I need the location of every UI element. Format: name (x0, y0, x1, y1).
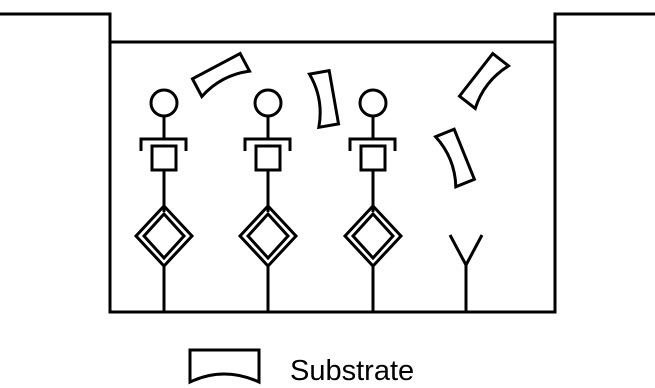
diamond-inner (245, 211, 291, 261)
well-container (0, 12, 655, 314)
label-circle (253, 88, 283, 118)
capture-complex-1 (133, 88, 195, 312)
bracket-linker (348, 137, 397, 151)
square-unit (359, 144, 387, 172)
substrate-shape (457, 51, 512, 111)
bracket-linker (243, 137, 292, 151)
diamond-inner (350, 211, 396, 261)
substrate-shape (307, 68, 341, 130)
substrate-shape (190, 51, 252, 100)
y-antibody (448, 234, 484, 312)
square-unit (254, 144, 282, 172)
bracket-linker (139, 137, 188, 151)
square-unit (150, 144, 178, 172)
label-circle (149, 88, 179, 118)
label-circle (358, 88, 388, 118)
free-substrates (190, 51, 512, 189)
substrate-icon (188, 348, 261, 385)
diamond-inner (141, 211, 187, 261)
capture-complex-3 (342, 88, 404, 312)
substrate-shape (433, 127, 477, 189)
legend-label-substrate: Substrate (290, 355, 415, 387)
capture-complex-2 (237, 88, 299, 312)
